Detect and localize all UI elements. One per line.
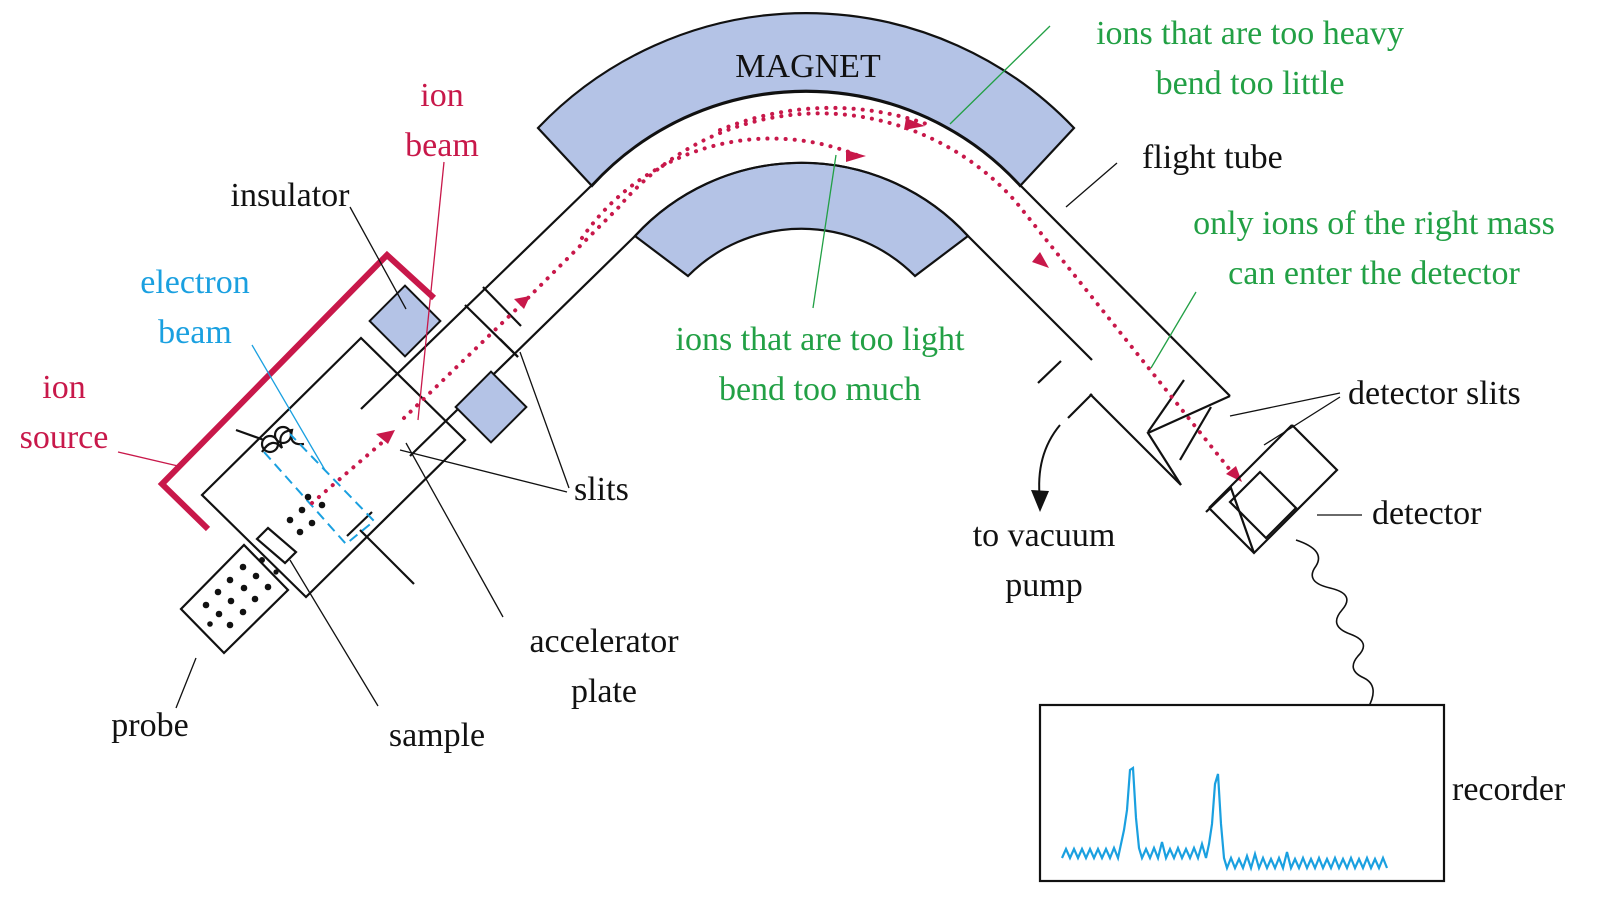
ion-beams xyxy=(310,105,1242,505)
flight-tube-label: flight tube xyxy=(1142,139,1283,176)
right-mass-label-line1: only ions of the right mass xyxy=(1193,205,1555,242)
electron-beam xyxy=(263,433,376,546)
vacuum-pump-label-line2: pump xyxy=(1005,567,1082,604)
ion-beam-label-line2: beam xyxy=(405,127,479,164)
leader-lines xyxy=(117,25,1362,709)
ion-beam-main xyxy=(310,111,1240,505)
flight-tube xyxy=(360,89,1231,486)
vacuum-arrow-head xyxy=(1031,490,1049,512)
right-mass-label-line2: can enter the detector xyxy=(1228,255,1520,292)
probe xyxy=(179,493,326,655)
ion-beam-label-line1: ion xyxy=(420,77,463,114)
accelerator-plate-label-line1: accelerator xyxy=(529,623,679,660)
ion-source-label-line2: source xyxy=(20,419,109,456)
probe-label: probe xyxy=(111,707,188,744)
vacuum-arrow xyxy=(1038,424,1061,501)
magnet-inner xyxy=(633,161,970,278)
ion-source-label-line1: ion xyxy=(42,369,85,406)
insulator-pad-bottom xyxy=(454,370,528,444)
magnet-label: MAGNET xyxy=(735,48,881,85)
light-ions-label-line1: ions that are too light xyxy=(676,321,966,358)
ion-source-frame xyxy=(157,250,437,532)
ion-beam-heavy xyxy=(718,105,934,132)
electron-beam-label-line1: electron xyxy=(140,264,250,301)
vacuum-pump-label-line1: to vacuum xyxy=(973,517,1116,554)
heavy-ions-label-line1: ions that are too heavy xyxy=(1096,15,1404,52)
detector-box xyxy=(1228,470,1298,540)
recorder-label: recorder xyxy=(1452,771,1566,808)
light-ions-label-line2: bend too much xyxy=(719,371,921,408)
detector-wire xyxy=(1295,539,1374,709)
recorder-trace xyxy=(1060,766,1389,872)
sample-label: sample xyxy=(389,717,485,754)
electron-beam-label-line2: beam xyxy=(158,314,232,351)
detector-assembly xyxy=(1146,394,1374,709)
slits-label: slits xyxy=(574,471,629,508)
accelerator-plate-label-line2: plate xyxy=(571,673,637,710)
insulator-pad-top xyxy=(368,284,442,358)
heavy-ions-label-line2: bend too little xyxy=(1156,65,1345,102)
insulator-label: insulator xyxy=(231,177,351,214)
detector-slits-label: detector slits xyxy=(1348,375,1521,412)
detector-label: detector xyxy=(1372,495,1482,532)
ion-source-chamber xyxy=(200,284,528,599)
ion-beam-light xyxy=(580,136,866,240)
